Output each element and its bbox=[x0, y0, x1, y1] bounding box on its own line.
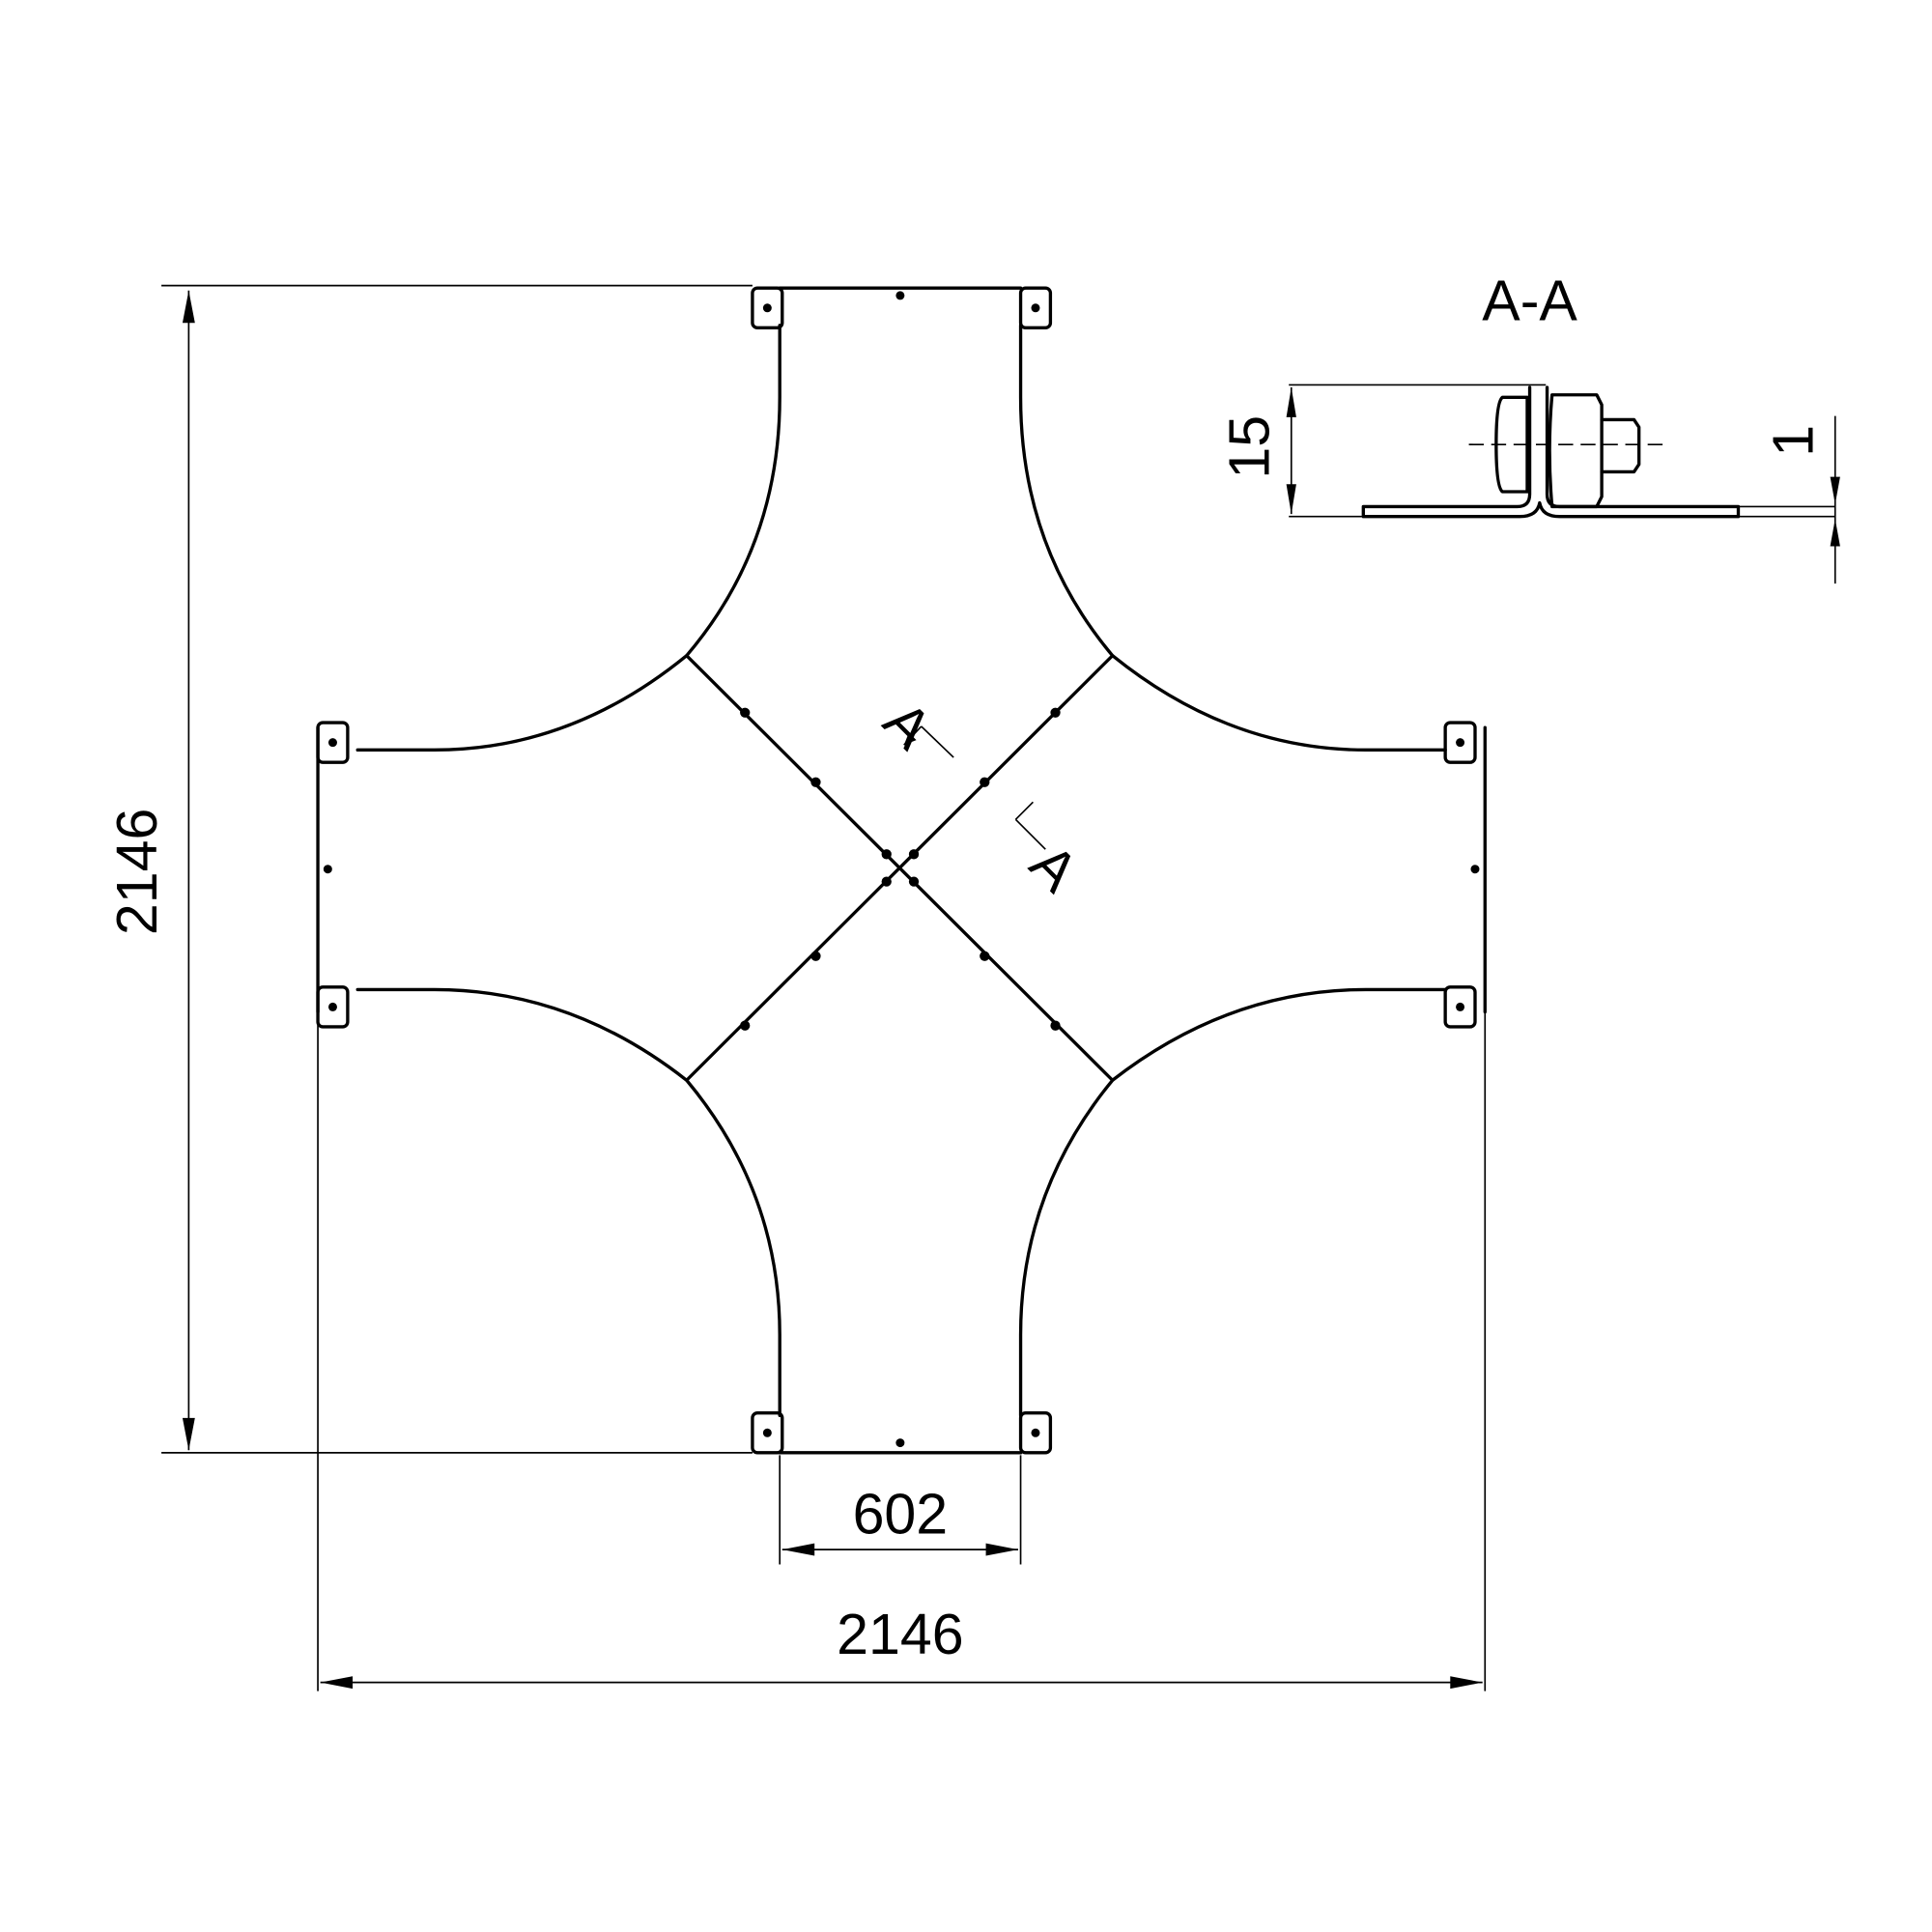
clamp-bolt bbox=[327, 738, 337, 748]
section-mark-2: A bbox=[1014, 801, 1092, 904]
clamp bbox=[1443, 721, 1477, 764]
clamp-bolt bbox=[1031, 1428, 1040, 1437]
dim-15: 15 bbox=[1217, 415, 1282, 479]
dimension-overall-width: 2146 bbox=[317, 1011, 1487, 1691]
clamp-bolt bbox=[1031, 303, 1040, 313]
cross-outline bbox=[316, 286, 1487, 1455]
dim-602: 602 bbox=[853, 1481, 949, 1546]
clamp bbox=[316, 721, 350, 764]
clamp-bolt bbox=[762, 303, 772, 313]
clamp-bolt bbox=[1456, 738, 1465, 748]
dimension-arm-width: 602 bbox=[779, 1455, 1022, 1565]
clamp-bolt bbox=[762, 1428, 772, 1437]
section-mark-1: A bbox=[871, 689, 954, 762]
clamp bbox=[1443, 985, 1477, 1029]
clamp bbox=[1018, 1411, 1053, 1455]
section-title: A-A bbox=[1482, 269, 1577, 333]
clamp bbox=[316, 985, 350, 1029]
dim-2146-horizontal: 2146 bbox=[837, 1602, 964, 1666]
clamp bbox=[751, 1411, 784, 1455]
section-label-a-1: A bbox=[871, 689, 945, 762]
clamp bbox=[751, 286, 784, 330]
bolt-points bbox=[323, 291, 1480, 1448]
section-label-a-2: A bbox=[1018, 831, 1092, 904]
dim-2146-vertical: 2146 bbox=[104, 809, 169, 936]
connector-clamps bbox=[316, 286, 1477, 1455]
dim-1: 1 bbox=[1761, 425, 1826, 457]
clamp-bolt bbox=[327, 1002, 337, 1011]
section-view-a-a: 15 1 bbox=[1217, 384, 1840, 584]
clamp bbox=[1018, 286, 1053, 330]
clamp-bolt bbox=[1456, 1002, 1465, 1011]
dimension-overall-height: 2146 bbox=[104, 284, 753, 1454]
